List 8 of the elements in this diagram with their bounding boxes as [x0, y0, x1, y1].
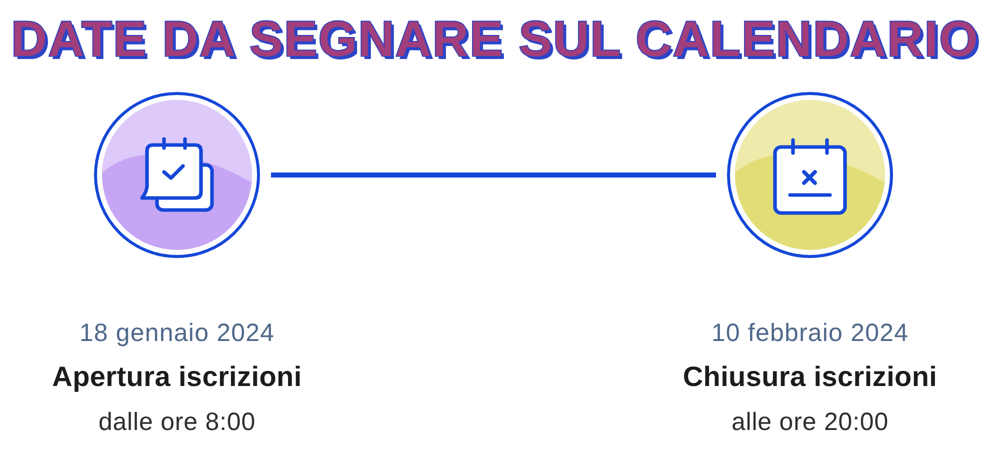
date-label: 18 gennaio 2024	[79, 318, 275, 349]
time-note: dalle ore 8:00	[98, 407, 256, 438]
milestone-title: Apertura iscrizioni	[52, 360, 302, 394]
date-label: 10 febbraio 2024	[711, 318, 909, 349]
connector-line	[271, 172, 716, 178]
title: DATE DA SEGNARE SUL CALENDARIO	[11, 10, 979, 68]
time-note: alle ore 20:00	[731, 407, 889, 438]
milestone-title: Chiusura iscrizioni	[682, 360, 938, 394]
